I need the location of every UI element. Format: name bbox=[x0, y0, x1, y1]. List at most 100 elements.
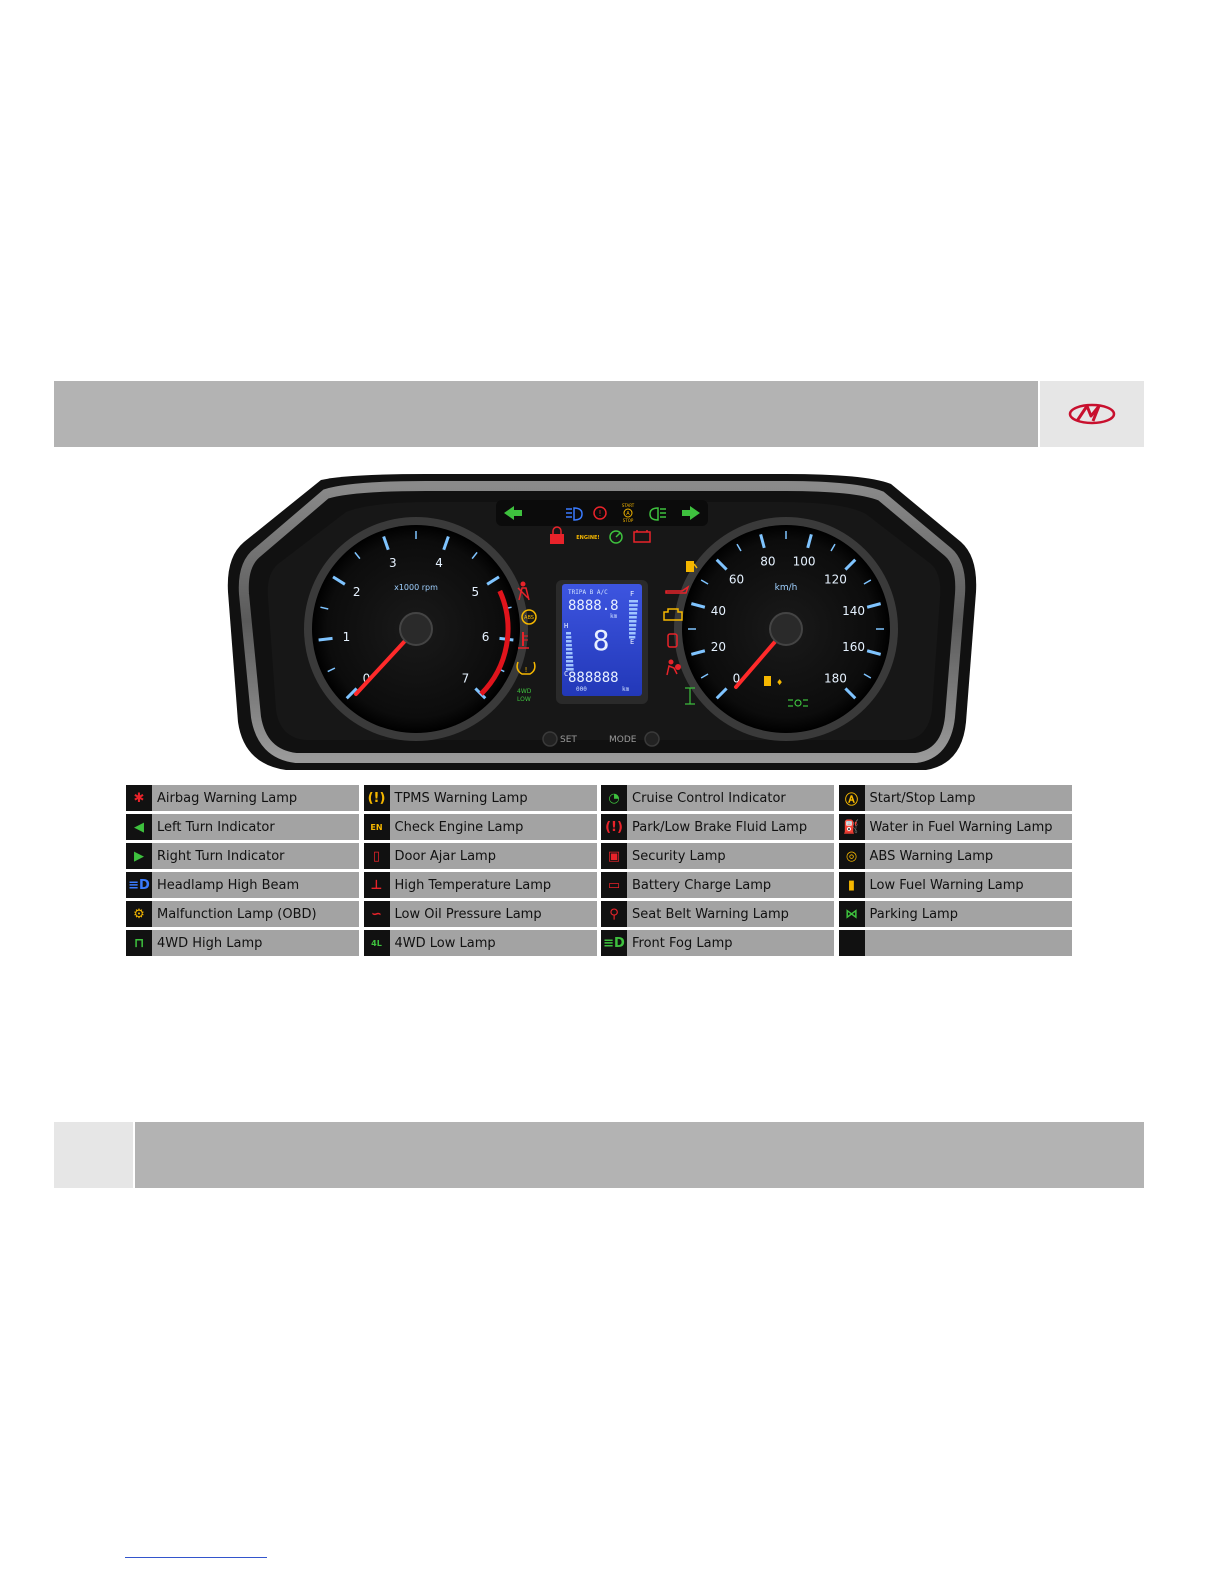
legend-row: ⚙Malfunction Lamp (OBD)∽Low Oil Pressure… bbox=[126, 901, 1074, 927]
tpms-icon: (!) bbox=[363, 785, 390, 811]
tacho-tick-label: 5 bbox=[471, 585, 479, 599]
tacho-tick bbox=[320, 606, 329, 610]
tacho-tick bbox=[318, 636, 333, 642]
tacho-tick bbox=[442, 536, 450, 551]
brand-logo-icon bbox=[1068, 403, 1116, 425]
lcd-gear: 8 bbox=[593, 624, 610, 657]
speedo-tick bbox=[830, 543, 836, 552]
airbag-icon: ✱ bbox=[126, 785, 152, 811]
speedo-tick-label: 60 bbox=[729, 573, 744, 587]
center-display: TRIPA B A/C 8888.8 km 8 888888 000 km F … bbox=[556, 580, 648, 704]
tacho-unit: x1000 rpm bbox=[394, 583, 438, 592]
tacho-tick bbox=[486, 575, 500, 586]
fuel-bar-segment bbox=[629, 600, 638, 603]
cruise-icon bbox=[609, 530, 623, 544]
tacho-hub bbox=[399, 612, 433, 646]
mode-button[interactable] bbox=[644, 731, 660, 747]
legend-label: Battery Charge Lamp bbox=[632, 877, 772, 893]
temp-bar-segment bbox=[566, 640, 572, 643]
legend-cell: ⚲Seat Belt Warning Lamp bbox=[601, 901, 837, 927]
legend-label: Start/Stop Lamp bbox=[869, 790, 976, 806]
tacho-tick bbox=[354, 551, 361, 560]
legend-cell: ⛽Water in Fuel Warning Lamp bbox=[838, 814, 1075, 840]
legend-item: ▶Right Turn Indicator bbox=[126, 843, 359, 869]
parking-icon bbox=[788, 699, 808, 707]
set-label: SET bbox=[560, 735, 577, 745]
tacho-tick-label: 1 bbox=[343, 630, 351, 644]
fuel-bar-segment bbox=[629, 620, 637, 623]
tacho-redline bbox=[479, 589, 511, 696]
4wd-high-icon: ⊓ bbox=[126, 930, 152, 956]
legend-label: ABS Warning Lamp bbox=[869, 848, 994, 864]
mode-label: MODE bbox=[609, 735, 637, 745]
set-button[interactable] bbox=[542, 731, 558, 747]
speedo-tick bbox=[715, 558, 728, 571]
footer-link-line bbox=[125, 1557, 267, 1558]
legend-cell: (!)Park/Low Brake Fluid Lamp bbox=[601, 814, 837, 840]
speedo-unit: km/h bbox=[775, 583, 798, 593]
airbag-icon bbox=[666, 659, 681, 676]
legend-item: ∽Low Oil Pressure Lamp bbox=[363, 901, 597, 927]
high-beam-icon: ≡D bbox=[126, 872, 152, 898]
footer-band bbox=[135, 1122, 1144, 1188]
legend-label: 4WD High Lamp bbox=[157, 935, 263, 951]
speedo-tick bbox=[863, 579, 872, 585]
temperature-icon: ⊥ bbox=[363, 872, 390, 898]
speedo-tick-label: 80 bbox=[760, 554, 775, 568]
legend-cell: ⚙Malfunction Lamp (OBD) bbox=[126, 901, 362, 927]
start-stop-icon: START A STOP bbox=[622, 503, 635, 523]
engine-text-icon: ENGINE! bbox=[576, 535, 599, 541]
parking-icon: ⋈ bbox=[838, 901, 865, 927]
legend-item: ⊥High Temperature Lamp bbox=[363, 872, 597, 898]
legend-label: Seat Belt Warning Lamp bbox=[632, 906, 789, 922]
legend-item: ▣Security Lamp bbox=[601, 843, 834, 869]
legend-label: Right Turn Indicator bbox=[157, 848, 285, 864]
speedo-tick bbox=[715, 687, 728, 700]
fuel-bar-segment bbox=[629, 608, 638, 611]
tacho-tick bbox=[327, 667, 336, 673]
legend-item: (!)Park/Low Brake Fluid Lamp bbox=[601, 814, 834, 840]
oil-icon bbox=[665, 585, 690, 594]
fuel-bar-segment bbox=[629, 624, 637, 627]
right-arrow-icon bbox=[682, 506, 700, 520]
legend-item: ⊓ 4WD High Lamp bbox=[126, 930, 359, 956]
speedo-tick-label: 40 bbox=[711, 604, 726, 618]
speedo-tick bbox=[690, 602, 706, 609]
legend-label: Check Engine Lamp bbox=[394, 819, 524, 835]
tacho-tick bbox=[332, 575, 346, 586]
legend-row: ✱Airbag Warning Lamp(!)TPMS Warning Lamp… bbox=[126, 785, 1074, 811]
legend-cell: ◎ABS Warning Lamp bbox=[838, 843, 1075, 869]
tacho-tick bbox=[474, 687, 487, 700]
legend-item: ▭Battery Charge Lamp bbox=[601, 872, 834, 898]
temp-bar-segment bbox=[566, 656, 573, 659]
legend-label: High Temperature Lamp bbox=[394, 877, 552, 893]
legend-label: Front Fog Lamp bbox=[632, 935, 733, 951]
door-icon: ▯ bbox=[363, 843, 390, 869]
legend-cell: ✱Airbag Warning Lamp bbox=[126, 785, 362, 811]
legend-label: Water in Fuel Warning Lamp bbox=[869, 819, 1053, 835]
lcd-fuel-empty: E bbox=[630, 638, 634, 646]
speedo-tick-label: 140 bbox=[842, 604, 865, 618]
water-fuel-icon: ⛽ bbox=[838, 814, 865, 840]
tacho-tick-label: 4 bbox=[435, 556, 443, 570]
tacho-tick-label: 0 bbox=[363, 671, 371, 685]
legend-label: Parking Lamp bbox=[869, 906, 958, 922]
speedo-tick bbox=[806, 533, 813, 549]
legend-item: (!)TPMS Warning Lamp bbox=[363, 785, 597, 811]
start-label: START bbox=[622, 503, 635, 508]
speedo-tick bbox=[844, 558, 857, 571]
legend-item: ⛽Water in Fuel Warning Lamp bbox=[838, 814, 1072, 840]
legend-cell: ▯Door Ajar Lamp bbox=[363, 843, 600, 869]
brake-icon: ! bbox=[593, 506, 607, 520]
tacho-tick bbox=[382, 536, 390, 551]
legend-label: Left Turn Indicator bbox=[157, 819, 275, 835]
legend-cell: ◀Left Turn Indicator bbox=[126, 814, 362, 840]
speedo-tick-label: 160 bbox=[842, 640, 865, 654]
speedo-tick-label: 20 bbox=[711, 640, 726, 654]
